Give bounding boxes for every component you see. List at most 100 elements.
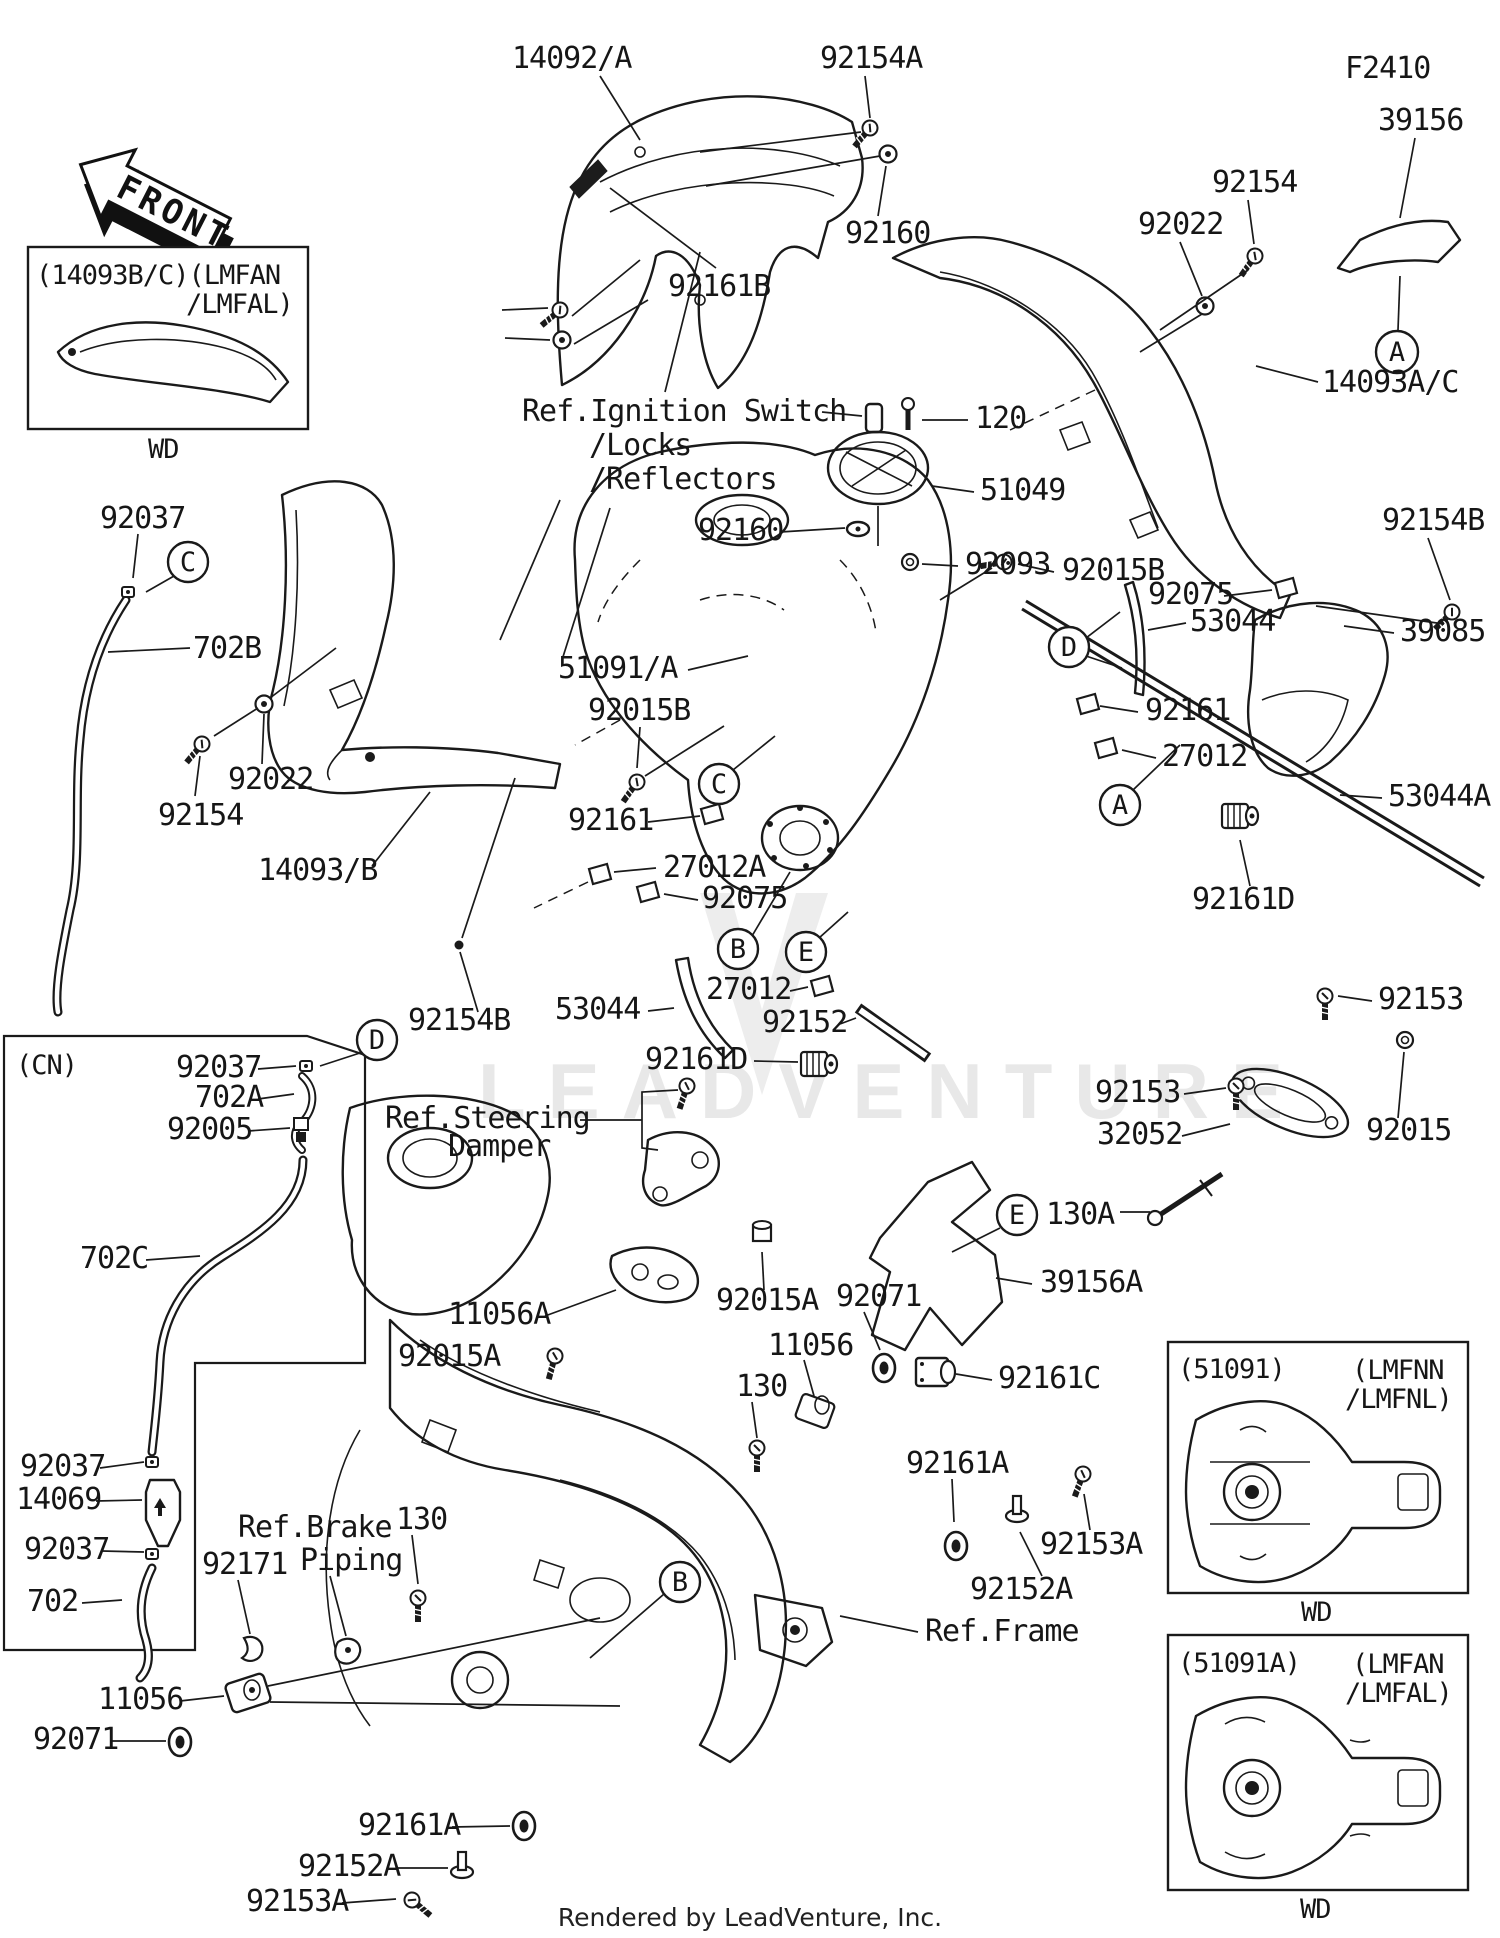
washer-92160-icon-top xyxy=(878,144,898,164)
part-label-27012a-left: 27012A xyxy=(663,850,766,885)
part-label-14093ac: 14093A/C xyxy=(1322,365,1459,400)
part-39156-trim-strip xyxy=(1336,219,1462,274)
part-14093bc-hole xyxy=(68,348,76,356)
part-51091-top-view xyxy=(1184,1400,1442,1584)
part-label-92015: 92015 xyxy=(1366,1113,1451,1148)
callout-circle-e-bottom: E xyxy=(995,1193,1039,1237)
svg-text:A: A xyxy=(1112,790,1128,821)
part-label-32052: 32052 xyxy=(1097,1117,1182,1152)
part-label-92161c: 92161C xyxy=(998,1361,1100,1396)
callout-circle-a-mid: A xyxy=(1098,783,1142,827)
part-label-27012-right: 27012 xyxy=(1162,739,1247,774)
grommet-92161a-icon-right xyxy=(943,1530,969,1562)
part-label-51049: 51049 xyxy=(980,473,1065,508)
part-92152-rod xyxy=(854,1003,932,1063)
ref-label-brake-line2: Piping xyxy=(300,1543,402,1578)
screw-130-icon-right xyxy=(748,1439,766,1473)
svg-text:C: C xyxy=(180,547,196,578)
screw-92154-icon-left xyxy=(179,732,214,769)
part-label-92161b: 92161B xyxy=(668,269,770,304)
ref-label-ignition-line1: Ref.Ignition Switch xyxy=(522,394,846,429)
screw-92153-icon-1 xyxy=(1316,987,1334,1021)
part-11056a-bracket xyxy=(609,1246,699,1304)
part-damper-bracket-hole2 xyxy=(652,1186,668,1202)
part-92005-joint xyxy=(293,1117,309,1142)
part-51091a-top-view xyxy=(1184,1696,1442,1880)
part-39085-pad-inner xyxy=(1261,690,1349,763)
inset-box2-frame xyxy=(1166,1340,1470,1595)
part-tank-pump-bolts xyxy=(767,805,833,869)
part-label-11056a: 11056A xyxy=(448,1297,551,1332)
part-51049-fuel-cap-inner xyxy=(839,441,917,495)
part-label-92154b-right: 92154B xyxy=(1382,503,1484,538)
part-label-702a: 702A xyxy=(195,1080,264,1115)
callout-circle-e-mid: E xyxy=(784,930,828,974)
part-11056a-slot xyxy=(657,1274,679,1290)
part-label-120: 120 xyxy=(975,401,1026,436)
part-702b-hose xyxy=(52,595,131,1017)
part-label-92071-right: 92071 xyxy=(836,1279,921,1314)
part-14093b-cover-inner xyxy=(283,509,343,781)
part-label-53044a: 53044A xyxy=(1388,779,1491,814)
part-51049-cap-detail xyxy=(845,449,913,487)
inset-box3-variant1: (LMFAN xyxy=(1352,1649,1444,1680)
knob-92161d-icon-right xyxy=(1220,802,1260,830)
svg-text:B: B xyxy=(672,1567,688,1598)
part-label-92153a-bottom: 92153A xyxy=(246,1884,349,1919)
clip-92075-icon-left xyxy=(635,880,661,904)
nut-92093-icon xyxy=(900,552,920,572)
fitting-92037-icon-2 xyxy=(145,1456,159,1468)
part-label-92161-left: 92161 xyxy=(568,803,653,838)
part-14093b-cover-shape xyxy=(267,480,562,795)
clip-92161-icon-left xyxy=(699,802,725,826)
inset-box2-caption: WD xyxy=(1301,1597,1332,1628)
screw-92153a-icon-right xyxy=(1066,1463,1094,1501)
part-label-27012-left: 27012 xyxy=(706,972,791,1007)
grommet-92071-icon-right xyxy=(871,1352,897,1384)
part-label-53044-right: 53044 xyxy=(1190,604,1275,639)
inset-box2-part-id: (51091) xyxy=(1178,1354,1285,1385)
part-53044-strip-left xyxy=(674,956,735,1060)
bushing-92161c-icon xyxy=(914,1356,957,1388)
part-label-92161d-center: 92161D xyxy=(645,1042,747,1077)
part-damper-bracket-hole1 xyxy=(691,1151,709,1169)
screw-92154b-dot-left xyxy=(454,940,464,950)
part-label-92022-left: 92022 xyxy=(228,762,313,797)
part-label-92161-right: 92161 xyxy=(1145,693,1230,728)
svg-text:C: C xyxy=(711,769,727,800)
fitting-92037-icon-1 xyxy=(299,1060,313,1072)
part-label-11056-right: 11056 xyxy=(768,1328,853,1363)
part-14093bc-cover-shape xyxy=(56,321,290,404)
part-label-53044-left: 53044 xyxy=(555,992,640,1027)
ref-label-steering-line1: Ref.Steering xyxy=(385,1101,590,1136)
part-label-92022-right: 92022 xyxy=(1138,207,1223,242)
part-label-702c: 702C xyxy=(80,1241,148,1276)
part-53044-strip-right xyxy=(1123,580,1146,697)
inset-box-51091: (51091) (LMFNN /LMFNL) WD xyxy=(1166,1340,1470,1628)
part-label-39085: 39085 xyxy=(1400,614,1485,649)
part-14093bc-cover-inner xyxy=(79,338,277,381)
grommet-92071-icon-bottom xyxy=(167,1726,193,1758)
part-label-92160-top: 92160 xyxy=(845,216,930,251)
part-label-702b: 702B xyxy=(193,631,261,666)
part-14093b-hole xyxy=(365,752,375,762)
part-label-92153-left: 92153 xyxy=(1095,1075,1180,1110)
part-label-51091: 51091/A xyxy=(558,651,678,686)
part-label-14093b: 14093/B xyxy=(258,853,377,888)
inset-box3-frame xyxy=(1166,1633,1470,1892)
part-label-92154a-top: 92154A xyxy=(820,41,923,76)
svg-text:B: B xyxy=(730,934,746,965)
part-14069-canister xyxy=(144,1478,182,1548)
part-label-92037-topleft: 92037 xyxy=(100,501,185,536)
ref-label-frame: Ref.Frame xyxy=(925,1614,1079,1649)
ref-label-brake-line1: Ref.Brake xyxy=(238,1510,392,1545)
svg-text:E: E xyxy=(798,937,814,968)
part-label-14069: 14069 xyxy=(16,1482,101,1517)
part-label-92153a-right: 92153A xyxy=(1040,1527,1143,1562)
fitting-92037-icon-top xyxy=(121,586,135,598)
callout-circle-c-mid: C xyxy=(697,762,741,806)
part-label-92075-right: 92075 xyxy=(1148,577,1233,612)
part-label-130-right: 130 xyxy=(736,1369,787,1404)
part-label-92154-left: 92154 xyxy=(158,798,243,833)
part-14092-hole1 xyxy=(634,146,646,158)
